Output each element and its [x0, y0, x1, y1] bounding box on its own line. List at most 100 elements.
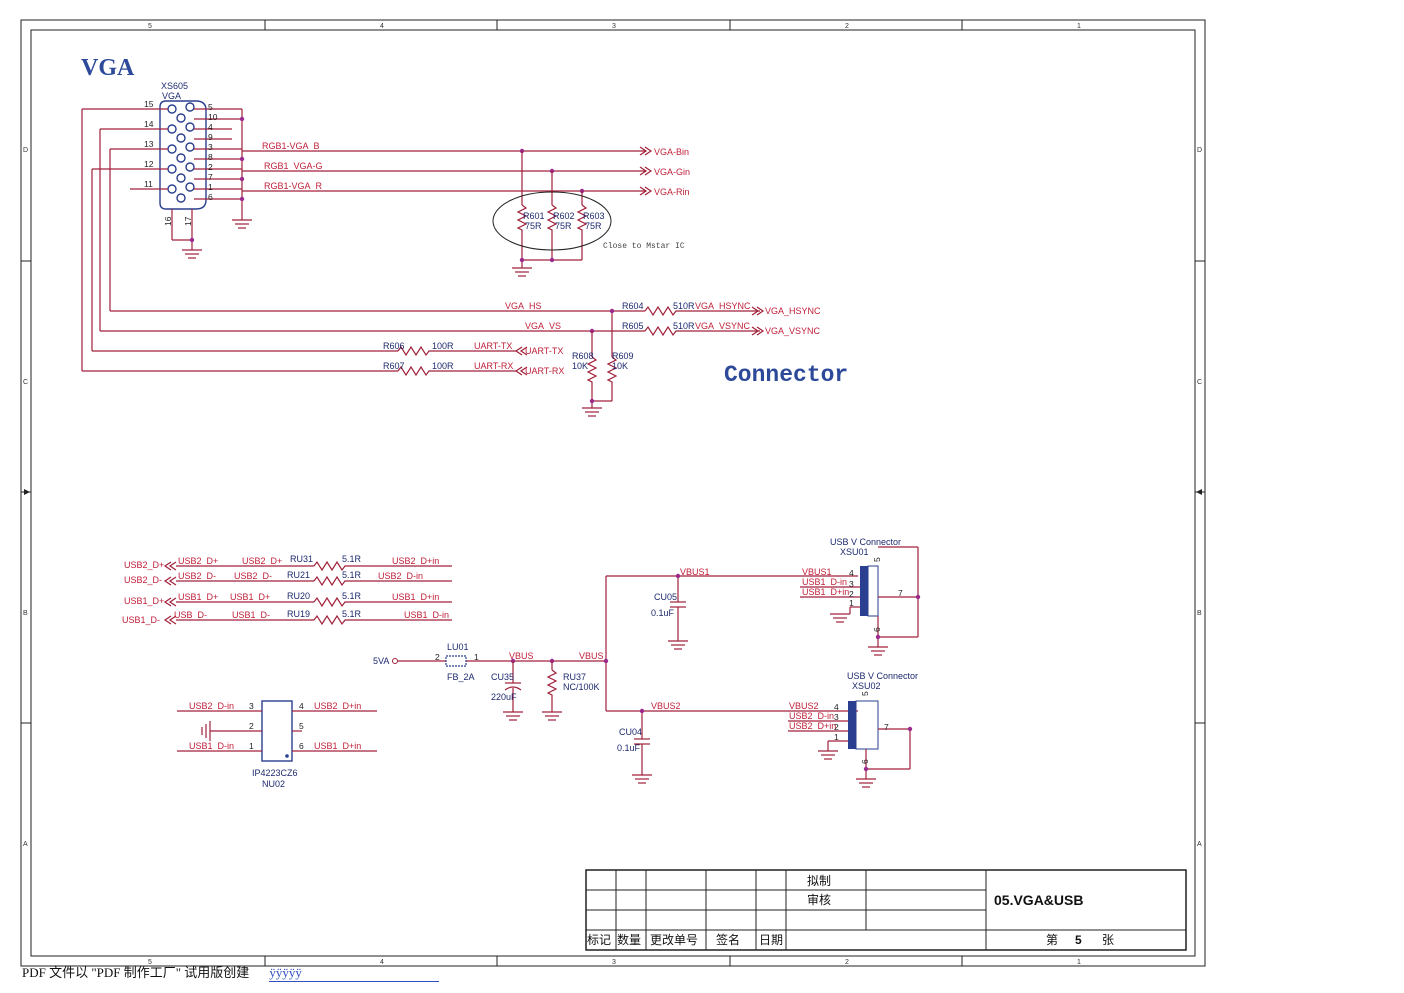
xsu01-pin-6: 6	[872, 627, 882, 632]
net-usb1-dm-a: USB_D-	[174, 610, 207, 620]
title-block-sheet-name: 05.VGA&USB	[994, 892, 1083, 908]
r609-value: 10K	[612, 361, 628, 371]
esd-ref: NU02	[262, 779, 285, 789]
xsu01-ref: XSU01	[840, 547, 869, 557]
zone-left-a: A	[23, 841, 28, 848]
vga-pin-16: 16	[163, 216, 173, 226]
r604-ref: R604	[622, 301, 644, 311]
net-usb1-dp-b: USB1_D+	[230, 592, 270, 602]
port-usb1-dp: USB1_D+	[124, 596, 164, 606]
ru19-value: 5.1R	[342, 609, 362, 619]
r601-ref: R601	[523, 211, 545, 221]
net-usb1-dm-b: USB1_D-	[232, 610, 270, 620]
vga-pin-9: 9	[208, 132, 213, 142]
vga-pin-13: 13	[144, 139, 154, 149]
close-to-ic-highlight	[492, 191, 612, 251]
xsu02-pin-2: 2	[834, 722, 839, 732]
xsu02-pin-6: 6	[860, 759, 870, 764]
net-vbus-a: VBUS	[509, 651, 534, 661]
xsu02-pin-3: 3	[834, 712, 839, 722]
xsu01-outline	[867, 565, 879, 617]
xsu01-pin-1: 1	[849, 598, 854, 608]
esd-pin-2: 2	[249, 721, 254, 731]
port-usb1-dm: USB1_D-	[122, 615, 160, 625]
xsu01-pin-5: 5	[872, 557, 882, 562]
vga-pin-7: 7	[208, 172, 213, 182]
r604-value: 510R	[673, 301, 695, 311]
connector-section-title: Connector	[724, 362, 848, 388]
net-vga-hsync: VGA_HSYNC	[695, 301, 751, 311]
port-vga-vsync: VGA_VSYNC	[765, 326, 821, 336]
cu35-value: 220uF	[491, 692, 517, 702]
r608-value: 10K	[572, 361, 588, 371]
zone-right-d: D	[1197, 147, 1202, 154]
ru20-value: 5.1R	[342, 591, 362, 601]
r605-ref: R605	[622, 321, 644, 331]
ferrite-bead	[445, 655, 467, 667]
title-block-col-sign: 签名	[716, 932, 740, 947]
zone-bottom-3: 3	[612, 959, 616, 966]
r609-ref: R609	[612, 351, 634, 361]
xsu01-pin-7: 7	[898, 588, 903, 598]
zone-right-c: C	[1197, 379, 1202, 386]
net-usb1-dm-in: USB1_D-in	[404, 610, 449, 620]
vga-pin-4: 4	[208, 122, 213, 132]
ru20-ref: RU20	[287, 591, 310, 601]
zone-right-b: B	[1197, 610, 1202, 617]
port-uart-rx: UART-RX	[525, 366, 564, 376]
net-vbus2: VBUS2	[651, 701, 681, 711]
center-mark-left-icon	[24, 489, 30, 495]
vga-pin-17: 17	[183, 216, 193, 226]
lu01-pin-1: 1	[474, 652, 479, 662]
title-block-sheet-suffix: 张	[1102, 933, 1114, 947]
ru19-ref: RU19	[287, 609, 310, 619]
port-vga-bin: VGA-Bin	[654, 147, 689, 157]
xsu02-net-dp: USB2_D+in	[789, 721, 836, 731]
r607-ref: R607	[383, 361, 405, 371]
net-vbus-b: VBUS	[579, 651, 604, 661]
ru21-ref: RU21	[287, 570, 310, 580]
center-mark-right-icon	[1196, 489, 1202, 495]
net-uart-rx: UART-RX	[474, 361, 513, 371]
xsu01-title: USB V Connector	[830, 537, 901, 547]
esd-part: IP4223CZ6	[252, 768, 298, 778]
net-usb2-dm-b: USB2_D-	[234, 571, 272, 581]
net-vga-vs: VGA_VS	[525, 321, 561, 331]
cu35-ref: CU35	[491, 672, 514, 682]
net-rgb-g: RGB1_VGA-G	[264, 161, 323, 171]
title-block-col-mark: 标记	[587, 933, 611, 947]
net-rgb-r: RGB1-VGA_R	[264, 181, 323, 191]
esd-pin-4: 4	[299, 701, 304, 711]
vga-pin-5: 5	[208, 102, 213, 112]
ground-symbol-icon	[232, 219, 252, 229]
title-block-review: 审核	[807, 892, 831, 907]
sheet-outer-border	[20, 19, 1206, 967]
lu01-ref: LU01	[447, 642, 469, 652]
port-arrows-rgb	[639, 146, 653, 196]
vga-pin-12: 12	[144, 159, 154, 169]
r605-value: 510R	[673, 321, 695, 331]
cu04-ref: CU04	[619, 727, 642, 737]
pdf-footer-link[interactable]: ÿÿÿÿÿ	[269, 965, 440, 982]
xsu02-body	[848, 701, 856, 749]
net-vbus1: VBUS1	[680, 567, 710, 577]
esd-net-usb1-dp: USB1_D+in	[314, 741, 361, 751]
xsu02-outline	[855, 700, 879, 750]
vga-pin-14: 14	[144, 119, 154, 129]
port-vga-gin: VGA-Gin	[654, 167, 690, 177]
esd-pin-3: 3	[249, 701, 254, 711]
zone-bottom-1: 1	[1077, 959, 1081, 966]
cu04-value: 0.1uF	[617, 743, 641, 753]
xsu01-net-dp: USB1_D+in	[802, 587, 849, 597]
xsu02-pin-7: 7	[884, 722, 889, 732]
ru37-value: NC/100K	[563, 682, 600, 692]
esd-ic-body	[261, 700, 293, 762]
ru31-value: 5.1R	[342, 554, 362, 564]
xsu01-pin-2: 2	[849, 589, 854, 599]
net-rgb-b: RGB1-VGA_B	[262, 141, 320, 151]
ground-symbol-icon	[182, 249, 202, 259]
vga-connector-body	[159, 100, 207, 210]
xsu02-pin-4: 4	[834, 702, 839, 712]
zone-bottom-4: 4	[380, 959, 384, 966]
